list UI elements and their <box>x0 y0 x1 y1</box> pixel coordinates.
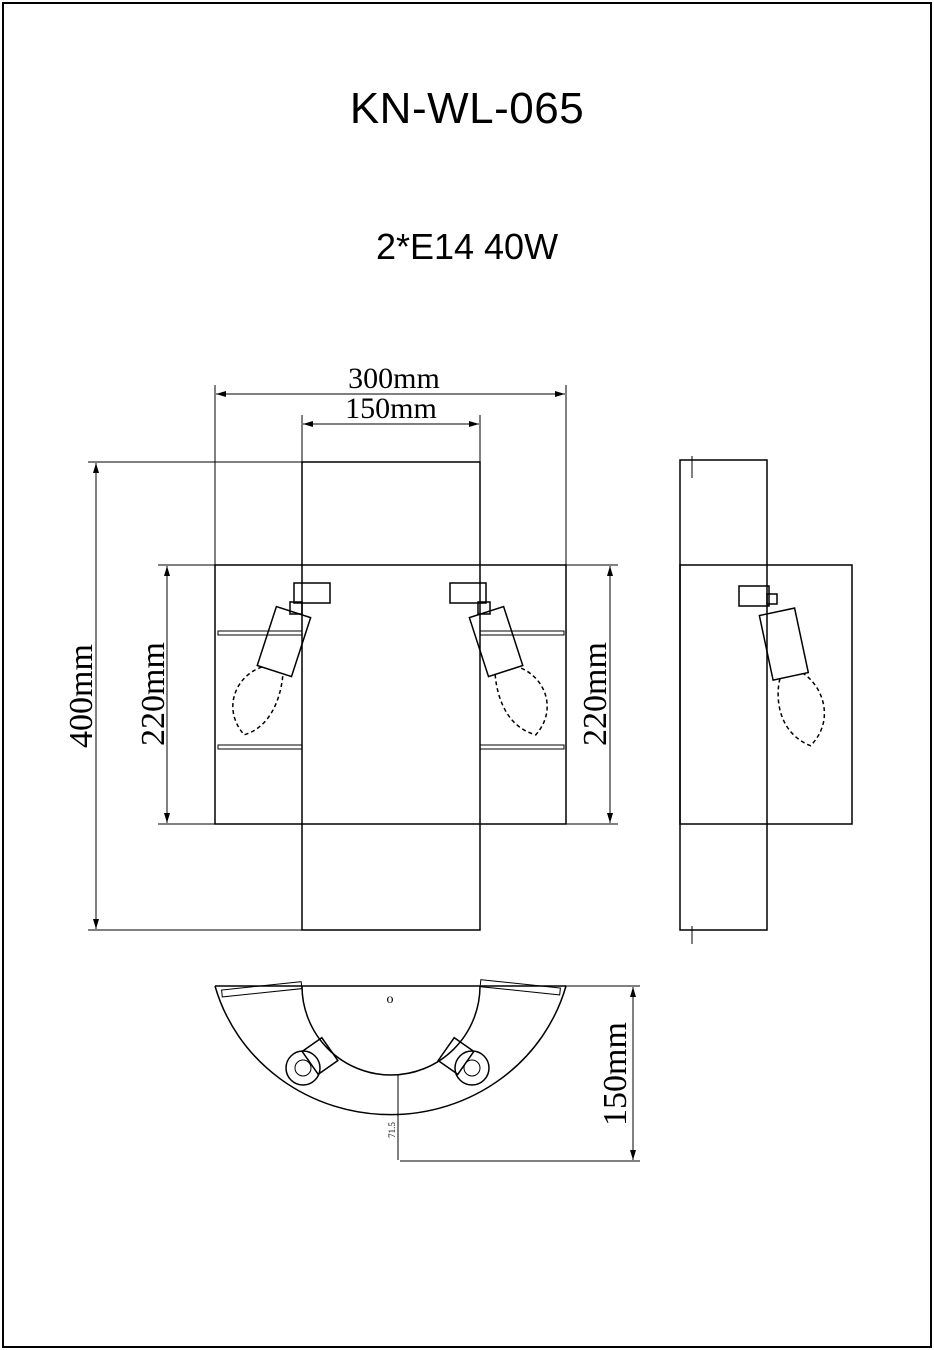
front-dimensions <box>88 385 618 931</box>
lamp-spec: 2*E14 40W <box>375 226 559 267</box>
shade-outer-arc <box>214 985 567 1116</box>
right-spotlight <box>449 582 548 736</box>
rod-right-top <box>479 630 565 636</box>
side-bulb <box>777 673 826 747</box>
left-spotlight <box>232 582 331 736</box>
rod-right-bottom <box>479 744 565 750</box>
bottom-left-spot-head <box>285 1050 321 1086</box>
dim-label-150-top: 150mm <box>345 392 437 425</box>
left-socket <box>256 605 312 678</box>
left-bulb <box>232 666 284 736</box>
rod-top-left <box>221 981 303 998</box>
dim-label-150-depth: 150mm <box>597 1022 634 1126</box>
bottom-right-spot-arm <box>437 1036 475 1076</box>
front-shade <box>214 564 567 825</box>
bottom-left-spot <box>285 1036 339 1086</box>
radius-label: 71.5 <box>387 1122 397 1138</box>
rod-left-top <box>217 630 303 636</box>
side-back-plate <box>679 459 768 931</box>
side-socket <box>758 607 810 681</box>
center-mark: o <box>387 992 394 1007</box>
bottom-right-spot <box>437 1036 490 1086</box>
back-plate <box>301 461 481 931</box>
right-mount <box>449 582 487 604</box>
left-knob <box>289 601 303 615</box>
rod-top-right <box>479 979 561 996</box>
dim-label-400: 400mm <box>63 644 100 748</box>
left-mount <box>293 582 331 604</box>
right-knob <box>477 601 491 615</box>
right-bulb <box>494 666 548 736</box>
bottom-right-spot-head <box>454 1050 490 1086</box>
model-number: KN-WL-065 <box>349 84 585 133</box>
bottom-view <box>214 979 567 1160</box>
front-view <box>214 461 567 931</box>
dim-label-220-right: 220mm <box>577 642 614 746</box>
bottom-left-spot-arm <box>301 1036 339 1076</box>
right-socket <box>468 605 524 678</box>
dim-label-300: 300mm <box>348 362 440 395</box>
side-mount <box>738 585 770 607</box>
side-knob <box>766 593 778 605</box>
bottom-dimensions <box>400 985 640 1162</box>
rod-left-bottom <box>217 744 303 750</box>
dim-label-220-left: 220mm <box>135 642 172 746</box>
side-shade <box>679 564 853 825</box>
side-view <box>679 459 853 931</box>
back-plate-arc <box>301 985 481 1076</box>
